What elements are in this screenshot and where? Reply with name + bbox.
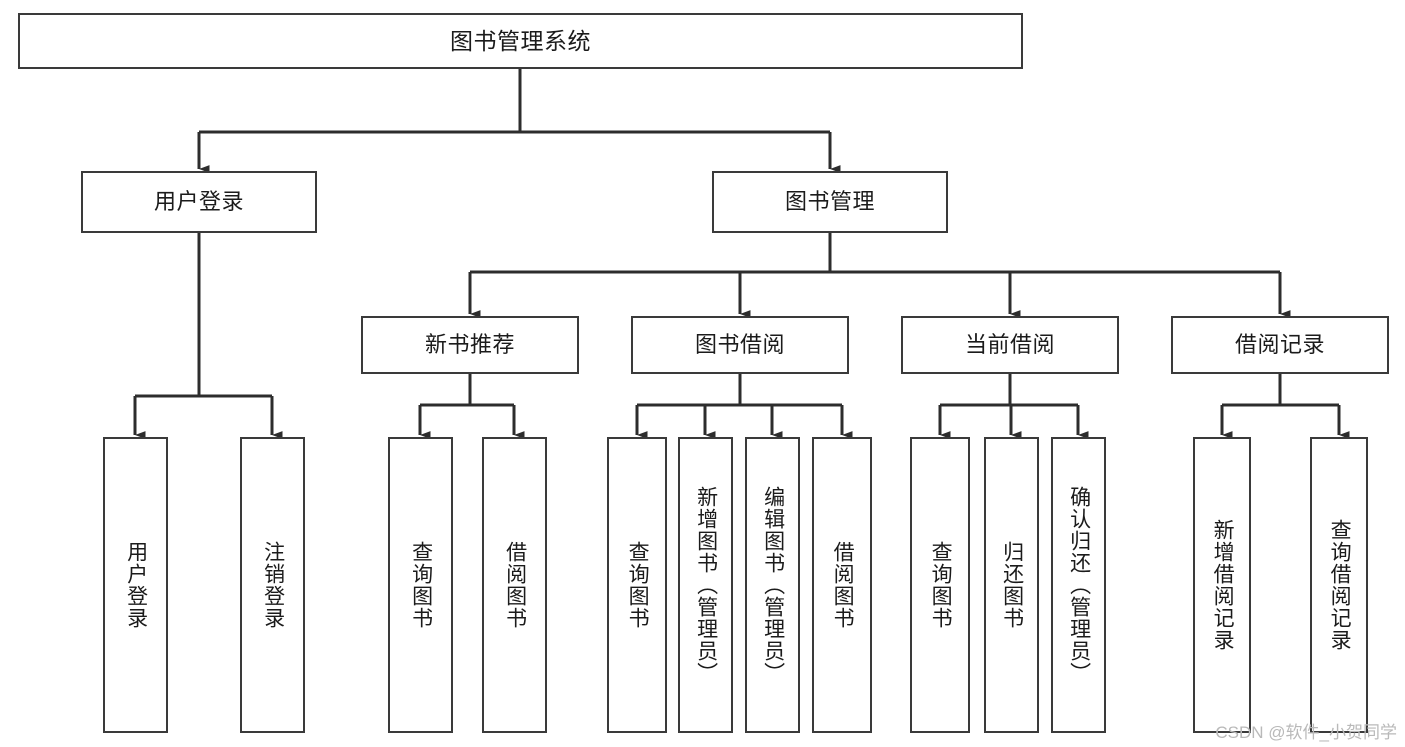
node-label: 图书管理 — [784, 189, 875, 215]
node-l2-new-book[interactable]: 新书推荐 — [361, 316, 579, 374]
node-label: 借阅记录 — [1234, 332, 1325, 358]
node-leaf-query-book-2[interactable]: 查询图书 — [607, 437, 667, 733]
node-label: 新增图书（管理员） — [694, 486, 718, 684]
node-leaf-add-book[interactable]: 新增图书（管理员） — [678, 437, 733, 733]
node-root[interactable]: 图书管理系统 — [18, 13, 1023, 69]
node-label: 用户登录 — [124, 541, 148, 629]
node-leaf-borrow-book-1[interactable]: 借阅图书 — [482, 437, 547, 733]
node-leaf-query-record[interactable]: 查询借阅记录 — [1310, 437, 1368, 733]
node-label: 查询图书 — [929, 541, 953, 629]
node-l1-book-manage[interactable]: 图书管理 — [712, 171, 948, 233]
node-label: 归还图书 — [1000, 541, 1024, 629]
watermark: CSDN @软件_小贺同学 — [1215, 723, 1397, 742]
node-l2-current[interactable]: 当前借阅 — [901, 316, 1119, 374]
node-leaf-confirm-return[interactable]: 确认归还（管理员） — [1051, 437, 1106, 733]
node-label: 用户登录 — [153, 189, 244, 215]
node-leaf-logout[interactable]: 注销登录 — [240, 437, 305, 733]
node-label: 注销登录 — [261, 541, 285, 629]
node-leaf-add-record[interactable]: 新增借阅记录 — [1193, 437, 1251, 733]
node-label: 当前借阅 — [964, 332, 1055, 358]
node-label: 查询图书 — [409, 541, 433, 629]
node-leaf-user-login[interactable]: 用户登录 — [103, 437, 168, 733]
node-label: 借阅图书 — [503, 541, 527, 629]
node-leaf-query-book-1[interactable]: 查询图书 — [388, 437, 453, 733]
node-label: 查询图书 — [626, 541, 650, 629]
node-l2-borrow[interactable]: 图书借阅 — [631, 316, 849, 374]
node-label: 编辑图书（管理员） — [761, 486, 785, 684]
node-label: 新增借阅记录 — [1211, 519, 1235, 651]
node-label: 借阅图书 — [831, 541, 855, 629]
node-leaf-return-book[interactable]: 归还图书 — [984, 437, 1039, 733]
node-l1-user-login[interactable]: 用户登录 — [81, 171, 317, 233]
node-label: 查询借阅记录 — [1328, 519, 1352, 651]
node-label: 图书借阅 — [694, 332, 785, 358]
node-l2-records[interactable]: 借阅记录 — [1171, 316, 1389, 374]
node-label: 确认归还（管理员） — [1067, 486, 1091, 684]
node-leaf-borrow-book-2[interactable]: 借阅图书 — [812, 437, 872, 733]
node-leaf-edit-book[interactable]: 编辑图书（管理员） — [745, 437, 800, 733]
node-label: 图书管理系统 — [450, 27, 591, 54]
node-label: 新书推荐 — [424, 332, 515, 358]
node-leaf-query-book-3[interactable]: 查询图书 — [910, 437, 970, 733]
